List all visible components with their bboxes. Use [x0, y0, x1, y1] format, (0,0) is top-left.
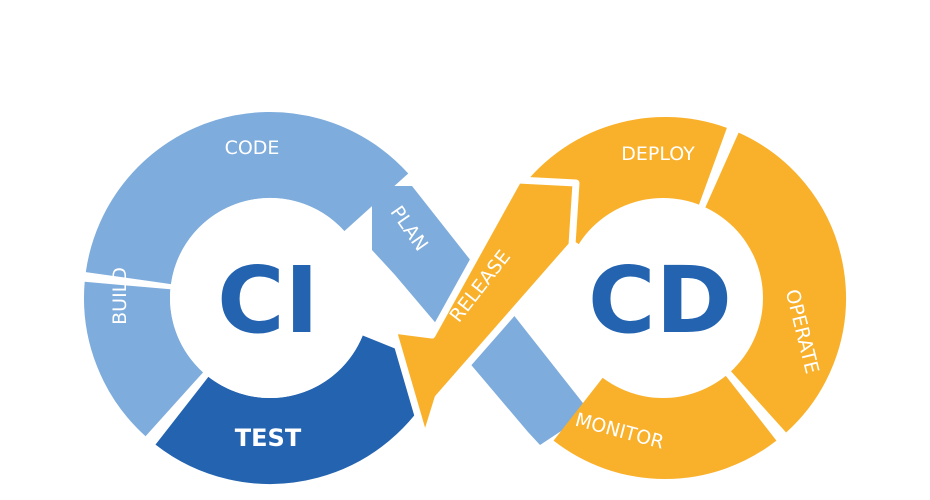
ci-title: CI [217, 247, 319, 354]
cd-title: CD [588, 247, 732, 354]
code-label: CODE [225, 137, 280, 159]
operate-segment [702, 132, 846, 433]
release-band [389, 176, 580, 444]
ci-center [170, 198, 370, 398]
deploy-label: DEPLOY [621, 143, 695, 165]
monitor-segment [553, 372, 777, 479]
test-segment [155, 334, 443, 484]
test-label: TEST [235, 424, 302, 452]
cd-center [563, 198, 763, 398]
code-segment [85, 112, 409, 286]
build-label: BUILD [109, 267, 131, 325]
build-segment [84, 281, 205, 437]
